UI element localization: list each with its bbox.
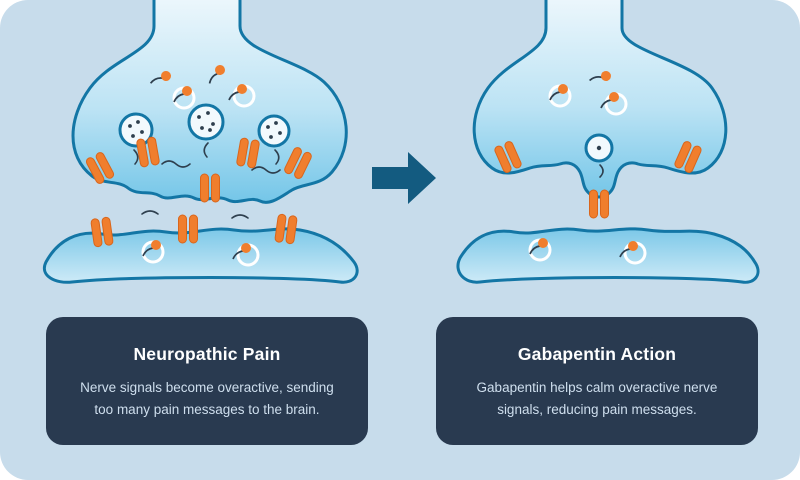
neuropathic-pain-card: Neuropathic Pain Nerve signals become ov… — [46, 317, 368, 445]
overactive-synapse-illustration — [42, 0, 359, 284]
card-description-line: too many pain messages to the brain. — [94, 401, 320, 417]
membrane-squiggle — [274, 149, 280, 165]
card-description-line: signals, reducing pain messages. — [497, 401, 697, 417]
card-description-line: Gabapentin helps calm overactive nerve — [476, 380, 718, 395]
presynaptic-terminal — [71, 0, 348, 204]
synaptic-vesicle-icon — [584, 133, 614, 163]
membrane-squiggle — [231, 214, 249, 219]
card-description: Nerve signals become overactive, sending… — [66, 377, 348, 420]
synaptic-vesicle-icon — [257, 114, 291, 148]
card-title: Gabapentin Action — [517, 344, 677, 364]
transition-arrow — [372, 150, 438, 206]
card-title: Neuropathic Pain — [133, 344, 281, 364]
membrane-squiggle — [141, 210, 159, 215]
membrane-squiggle — [161, 160, 191, 168]
membrane-squiggle — [599, 164, 604, 178]
postsynaptic-membrane — [456, 227, 760, 284]
right-arrow-icon — [372, 152, 436, 204]
synaptic-vesicle-icon — [187, 103, 225, 141]
synaptic-vesicle-icon — [118, 112, 154, 148]
calmed-synapse-illustration — [456, 0, 760, 284]
postsynaptic-membrane — [42, 227, 359, 284]
membrane-squiggle — [133, 149, 139, 165]
receptor-channel-icon — [90, 216, 114, 248]
gabapentin-action-card: Gabapentin Action Gabapentin helps calm … — [436, 317, 758, 445]
membrane-squiggle — [203, 142, 209, 158]
card-description-line: Nerve signals become overactive, sending — [80, 380, 334, 395]
card-description: Gabapentin helps calm overactive nerve si… — [456, 377, 738, 420]
membrane-squiggle — [251, 166, 281, 174]
